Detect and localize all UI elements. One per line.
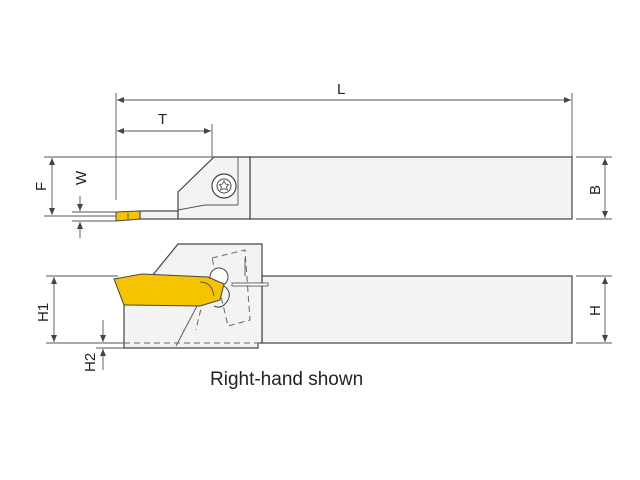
- top-view: L T F W B: [33, 81, 612, 238]
- side-view-insert: [113, 273, 225, 307]
- clamp-screw-icon: [211, 173, 237, 199]
- dim-label-B: B: [587, 185, 604, 195]
- dim-label-H1: H1: [35, 303, 52, 322]
- dim-label-T: T: [158, 111, 167, 128]
- dim-label-L: L: [337, 81, 345, 98]
- top-view-shank: [249, 156, 573, 220]
- side-view-shank: [261, 275, 573, 344]
- dim-label-H2: H2: [82, 353, 99, 372]
- top-view-blade: [139, 210, 179, 220]
- side-view: H1 H2 H: [35, 243, 612, 372]
- caption: Right-hand shown: [210, 369, 363, 390]
- dim-label-F: F: [33, 182, 50, 191]
- dim-label-W: W: [73, 170, 90, 185]
- screw-key: [231, 282, 269, 287]
- dim-label-H: H: [587, 305, 604, 316]
